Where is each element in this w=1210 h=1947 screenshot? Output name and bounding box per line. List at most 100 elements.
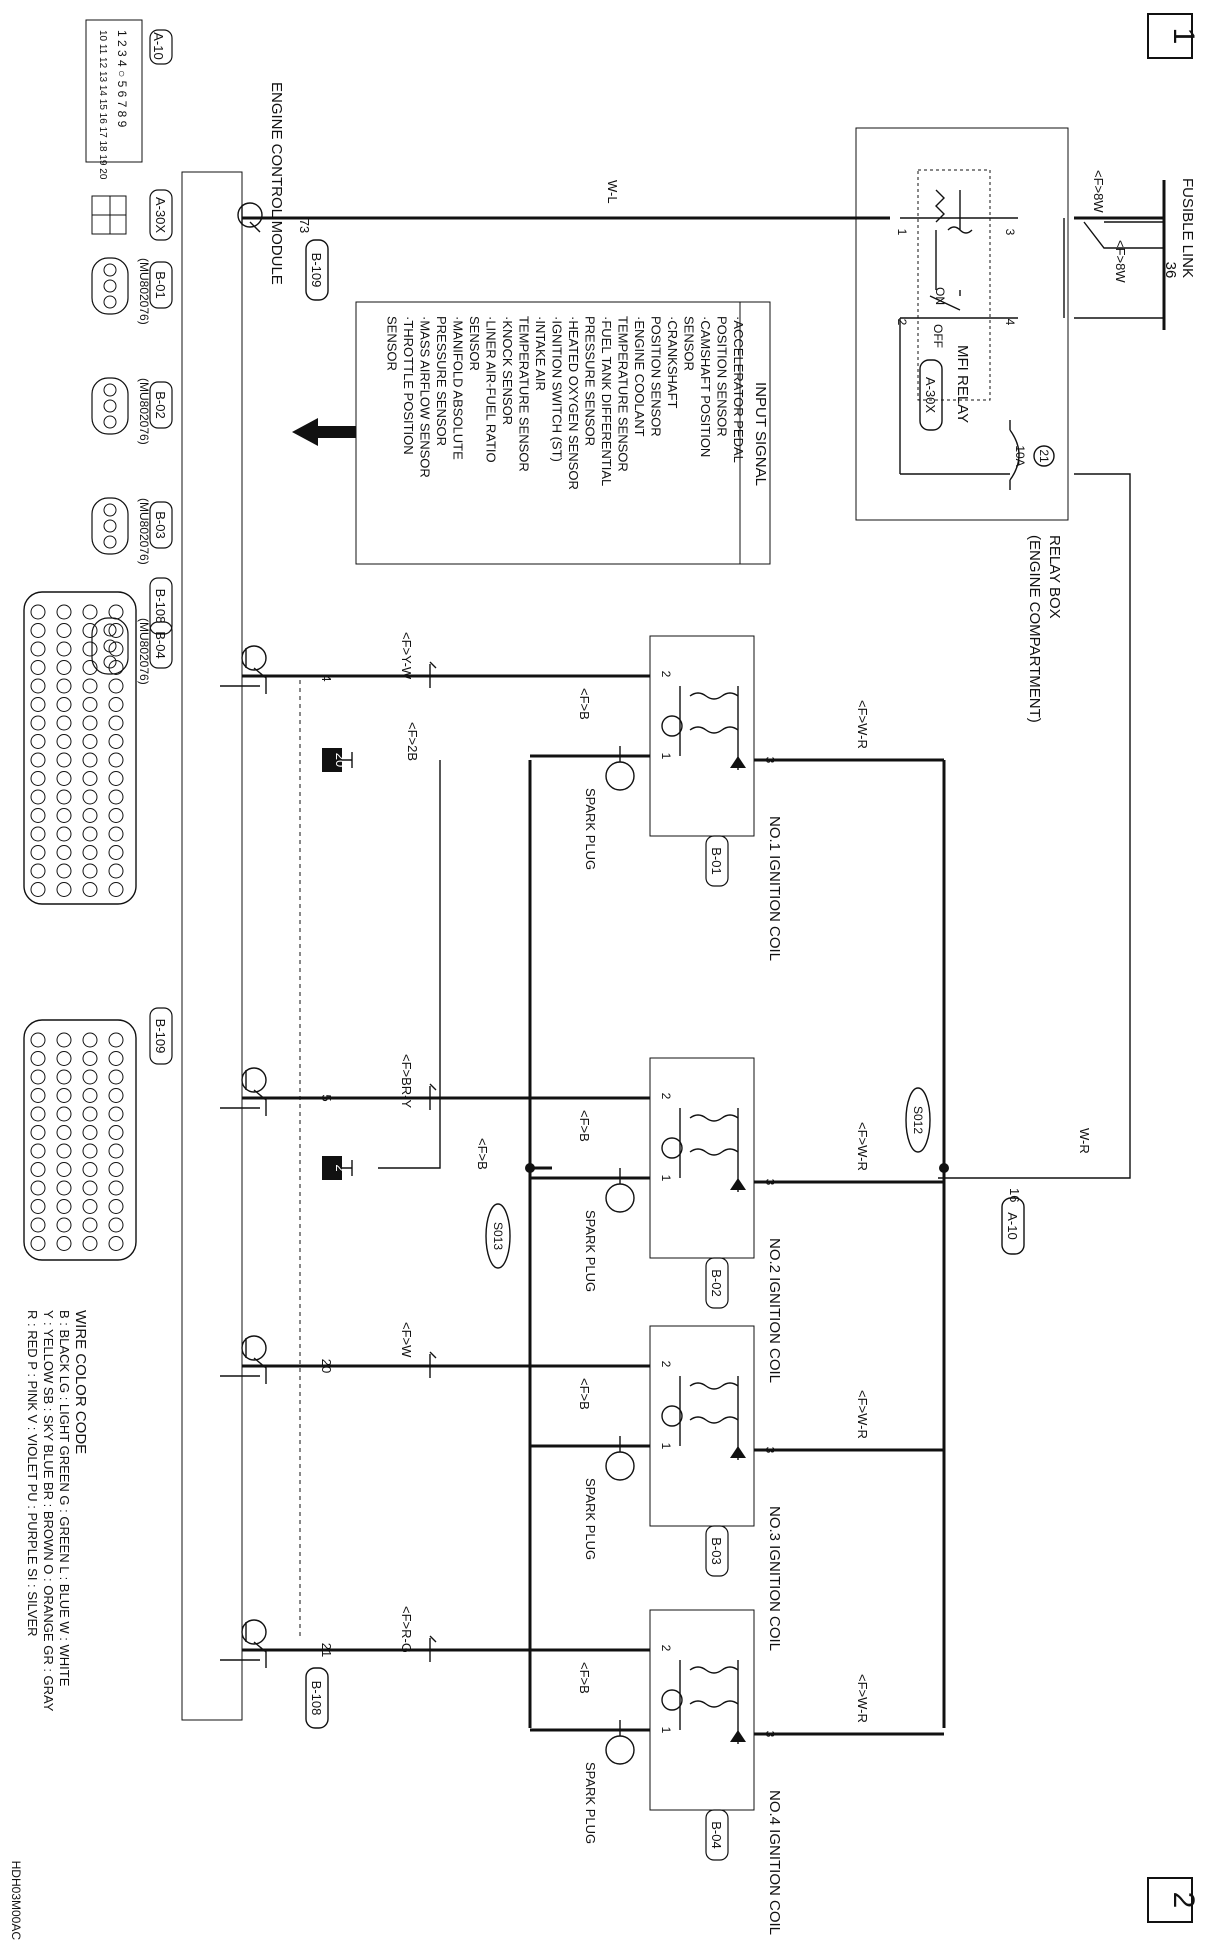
input-signal-item: POSITION SENSOR [715,316,730,437]
spark-plug-label: SPARK PLUG [583,1762,598,1844]
input-signal-item: ·ACCELERATOR PEDAL [731,316,746,463]
conn-b109-label: B-109 [153,1019,168,1054]
wire-label-f8w-mid: <F>8W [1113,240,1128,283]
wire-label-f2b: <F>2B [405,722,420,761]
conn-b108-label: B-108 [153,589,168,624]
fusible-link-title: FUSIBLE LINK [1179,178,1196,278]
ecm-top-pin: 73 [297,219,312,233]
fusible-link: FUSIBLE LINK 36 <F>8W <F>8W [1083,170,1196,330]
coil-pin-3: 3 [763,1731,777,1738]
figure-id: HDH03M00AC [9,1861,23,1941]
mfi-relay-pin-3: 3 [1003,229,1017,236]
mfi-relay-off: OFF [931,324,945,348]
relay-box-fuse-rating: 10A [1013,445,1027,466]
engine-control-module: ENGINE CONTROL MODULE 73 B-109 B-108 4 5… [181,82,334,1729]
input-signal-item: POSITION SENSOR [649,316,664,437]
conn-b02-part: (MU802076) [137,378,151,445]
ecm-driver-1 [237,202,263,233]
wire-label-fb: <F>B [577,1110,592,1142]
page-mark-top-text: 1 [1167,28,1200,45]
mfi-relay-pin-1: 1 [895,229,909,236]
input-signal-item: ·HEATED OXYGEN SENSOR [566,316,581,490]
input-signal-title: INPUT SIGNAL [752,382,769,486]
splice-s012: S012 [911,1106,925,1134]
spark-plug-label: SPARK PLUG [583,1210,598,1292]
conn-b03-part: (MU802076) [137,498,151,565]
mfi-relay-pin-2: 2 [895,319,909,326]
input-signal-item: ·IGNITION SWITCH (ST) [550,316,565,462]
mfi-relay-connector: A-30X [923,377,938,413]
wire-label-fwr: <F>W-R [855,1122,870,1171]
conn-b02-label: B-02 [153,391,168,418]
wire-label-trigger: <F>BR-Y [399,1054,414,1109]
relay-box-label: RELAY BOX [1046,535,1063,619]
input-signal-item: ·LINER AIR-FUEL RATIO [484,316,499,463]
coil-pin-2: 2 [659,1645,673,1652]
wire-label-fb: <F>B [577,688,592,720]
conn-b01-part: (MU802076) [137,258,151,325]
mfi-relay: 1 2 3 4 ON OFF MFI RELAY A-30X [895,169,1018,431]
page-mark-bottom: 2 [1147,1877,1200,1923]
coil-connector: B-01 [709,847,724,874]
mfi-relay-pin-4: 4 [1003,319,1017,326]
relay-box-fuse-number: 21 [1037,449,1051,463]
coil-connector: B-02 [709,1269,724,1296]
spark-plug-label: SPARK PLUG [583,1478,598,1560]
wire-color-code-row-3: R : RED P : PINK V : VIOLET PU : PURPLE … [25,1310,40,1637]
input-signal-item: SENSOR [467,316,482,371]
wire-label-trigger: <F>Y-W [399,632,414,680]
wire-label-trigger: <F>R-G [399,1606,414,1653]
coil-connector: B-04 [709,1821,724,1848]
ecm-bottom-connector: B-108 [309,1681,324,1716]
coil-pin-1: 1 [659,1175,673,1182]
coil-pin-2: 2 [659,1361,673,1368]
coil-pin-3: 3 [763,1447,777,1454]
input-signal-item: ·FUEL TANK DIFFERENTIAL [599,316,614,486]
page-mark-top: 1 [1147,13,1200,59]
wire-label-fb-ground: <F>B [475,1138,490,1170]
ecm-title: ENGINE CONTROL MODULE [268,82,285,285]
input-signal-item: ·INTAKE AIR [533,316,548,391]
wire-label-f8w-top: <F>8W [1091,170,1106,213]
conn-a30x-label: A-30X [153,197,168,233]
input-signal-item: SENSOR [682,316,697,371]
wire-label-fwr: <F>W-R [855,700,870,749]
coil-name: NO.3 IGNITION COIL [766,1506,783,1651]
a10-pin: 16 [1007,1188,1022,1202]
power-wiring: W-L W-R 16 A-10 [242,180,1164,1255]
conn-b01-label: B-01 [153,271,168,298]
ground-20: 20 [333,753,348,767]
coil-pin-1: 1 [659,1727,673,1734]
input-signal-item: ·CRANKSHAFT [665,316,680,409]
relay-box-sub: (ENGINE COMPARTMENT) [1026,535,1043,723]
coil-connector: B-03 [709,1537,724,1564]
wire-label-fwr: <F>W-R [855,1390,870,1439]
wire-color-code: WIRE COLOR CODE B : BLACK LG : LIGHT GRE… [25,1310,89,1712]
ecm-top-connector: B-109 [309,253,324,288]
input-signal-box: INPUT SIGNAL ·ACCELERATOR PEDAL POSITION… [292,301,771,565]
wire-color-code-row-1: B : BLACK LG : LIGHT GREEN G : GREEN L :… [57,1310,72,1687]
coil-pin-3: 3 [763,1179,777,1186]
conn-a10-row2: 10 11 12 13 14 15 16 17 18 19 20 [97,30,108,180]
ground-wiring: <F>2B 20 2 <F>B S013 S012 [322,722,949,1728]
connector-views: A-10 1 2 3 4 ○ 5 6 7 8 9 10 11 12 13 14 … [23,19,173,1261]
wire-label-fb: <F>B [577,1378,592,1410]
conn-a10-row1: 1 2 3 4 ○ 5 6 7 8 9 [115,30,129,128]
wire-label-fb: <F>B [577,1662,592,1694]
relay-box: RELAY BOX (ENGINE COMPARTMENT) 21 10A [855,127,1069,723]
input-signal-item: TEMPERATURE SENSOR [616,316,631,472]
mfi-relay-on: ON [933,287,947,305]
coil-pin-2: 2 [659,671,673,678]
coil-pin-3: 3 [763,757,777,764]
input-signal-item: ·MANIFOLD ABSOLUTE [451,316,466,460]
input-signal-list: ·ACCELERATOR PEDAL POSITION SENSOR·CAMSH… [385,316,747,490]
wire-color-code-row-2: Y : YELLOW SB : SKY BLUE BR : BROWN O : … [41,1310,56,1712]
coil-name: NO.2 IGNITION COIL [766,1238,783,1383]
input-signal-item: TEMPERATURE SENSOR [517,316,532,472]
ground-2: 2 [333,1164,348,1171]
